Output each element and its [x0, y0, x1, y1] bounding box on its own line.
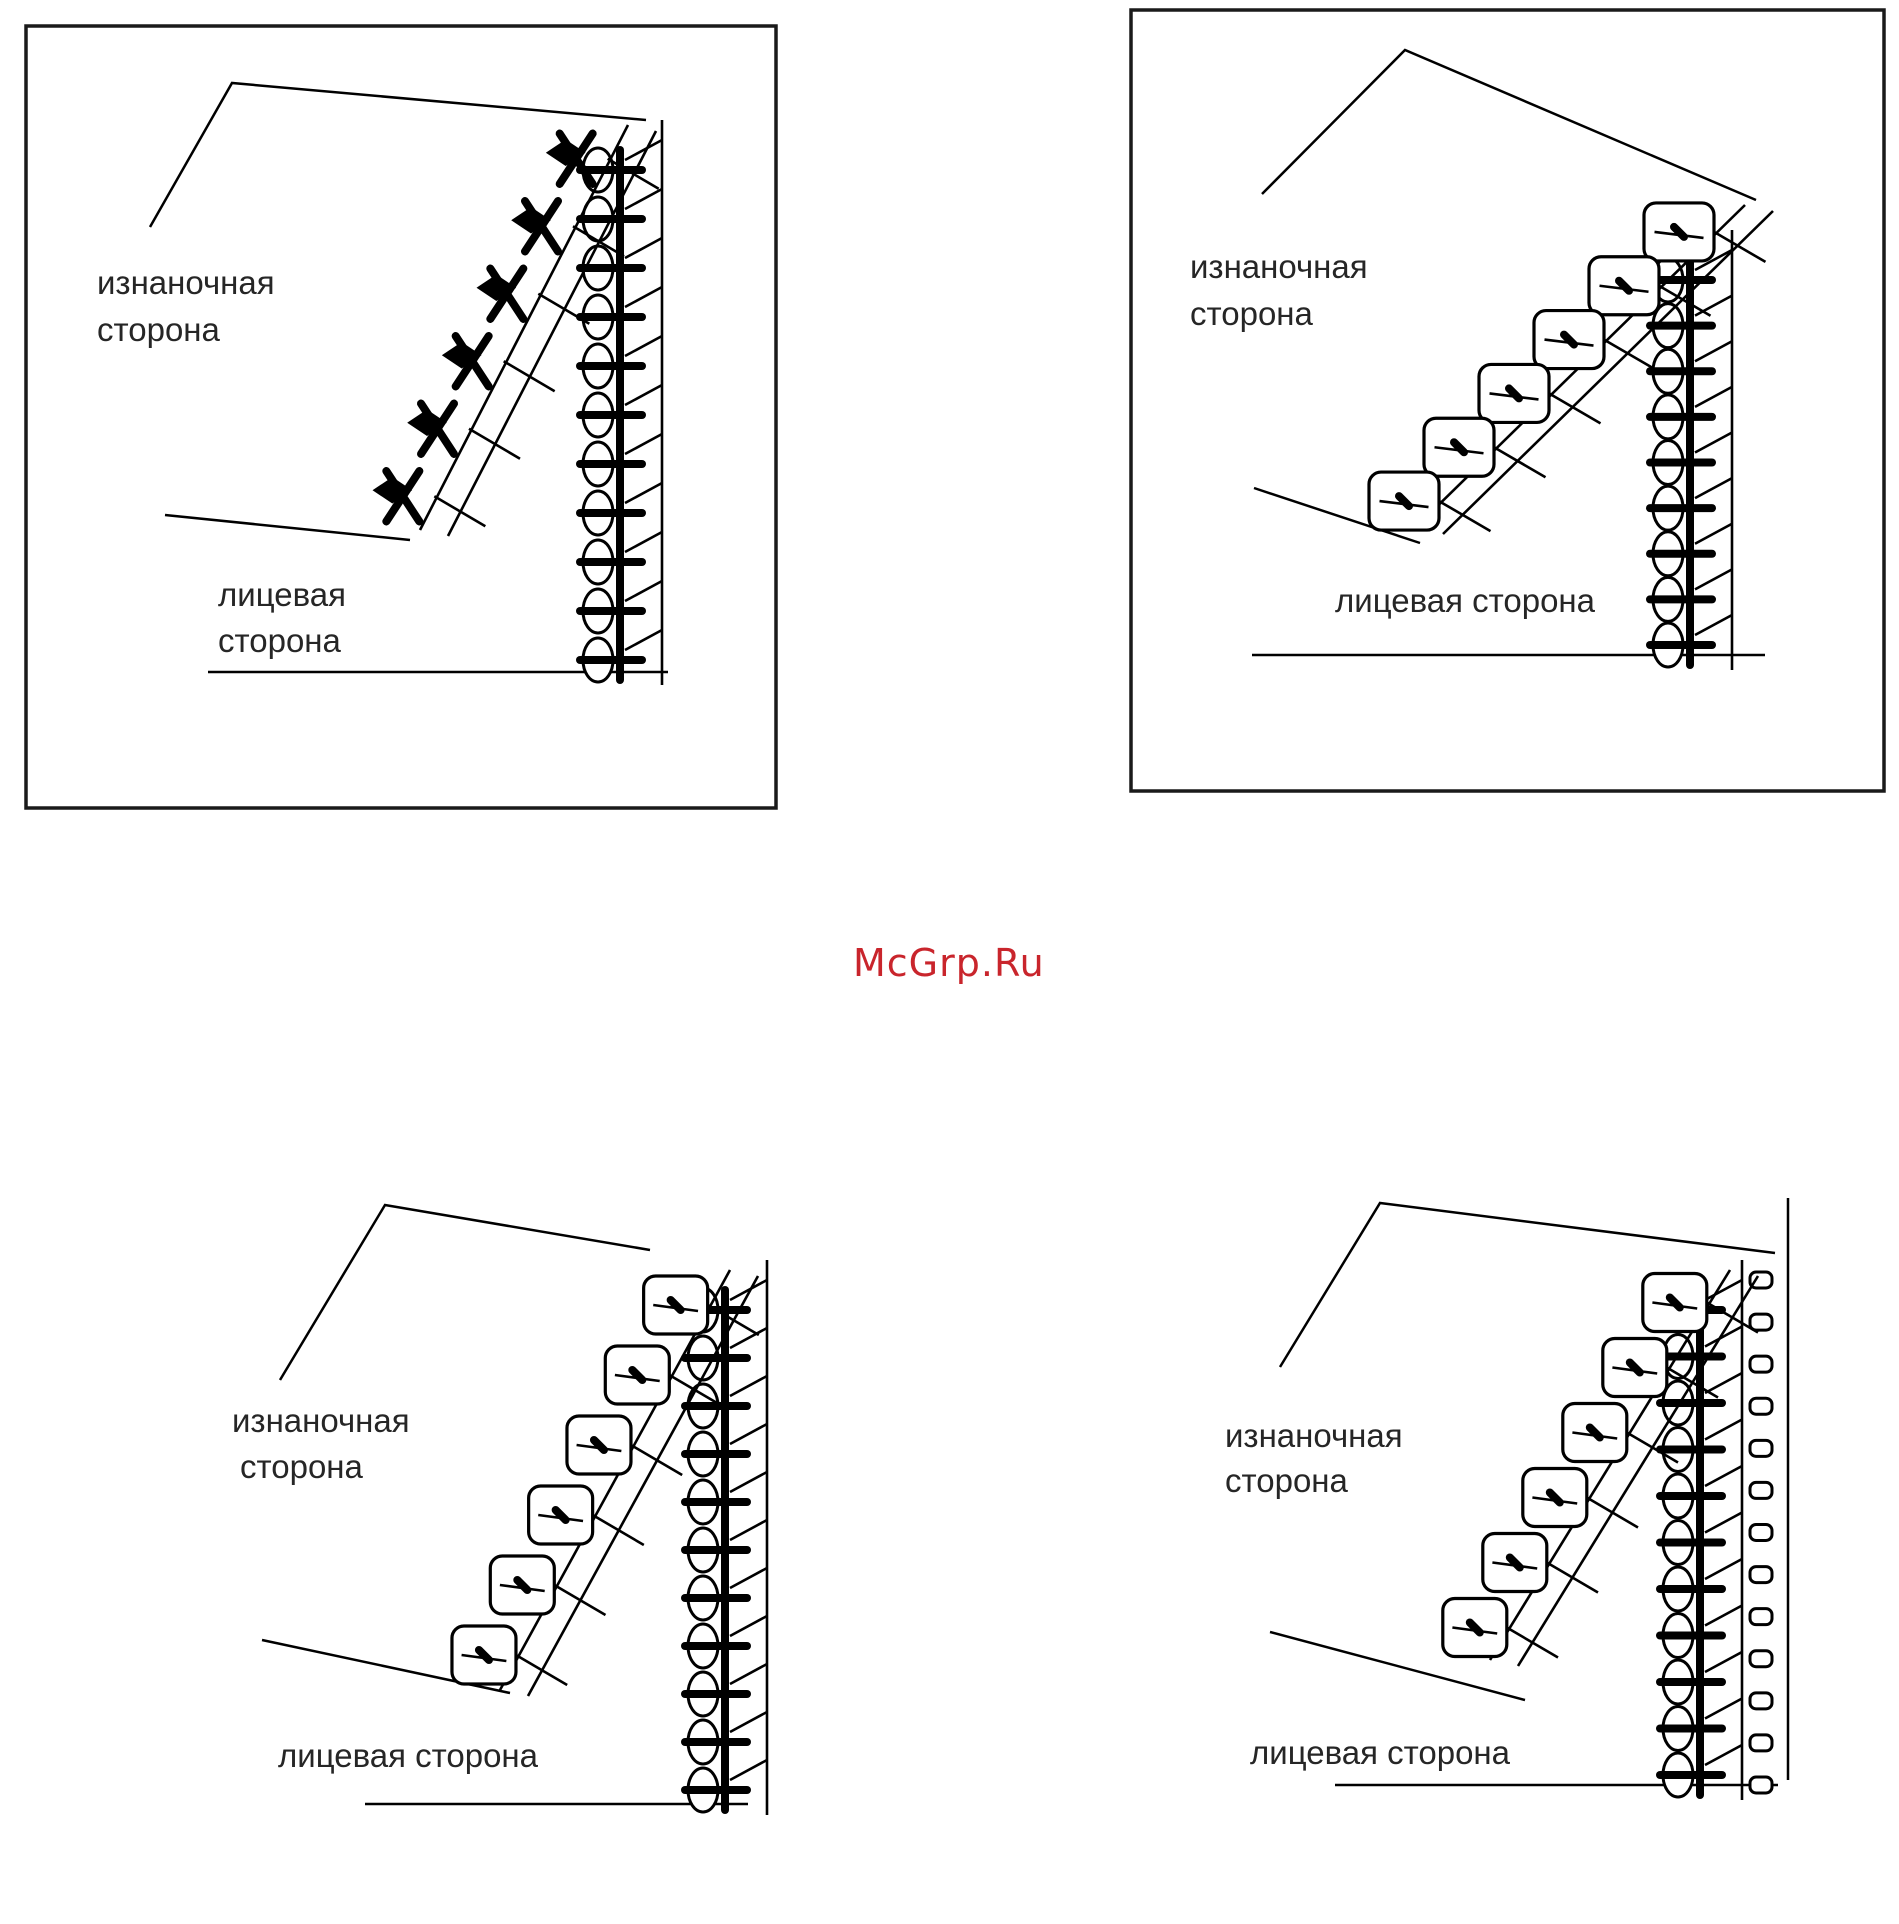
stitch-lead-thread	[593, 1515, 644, 1545]
seam-edge-thread	[1705, 1327, 1742, 1347]
panel-3-wrong-side-line-2: сторона	[240, 1448, 364, 1485]
seam-edge-thread	[730, 1328, 767, 1348]
seam-edge-thread	[625, 336, 662, 356]
panel-1-frame	[26, 26, 776, 808]
stitch-lead-thread	[1494, 447, 1546, 477]
seam-edge-thread	[1705, 1373, 1742, 1393]
panel-1-right-side-line-1: лицевая	[218, 576, 346, 613]
edge-chain-link	[1750, 1693, 1772, 1709]
stitch-lead-thread	[538, 294, 589, 324]
stitch-lead-thread	[1547, 1563, 1598, 1593]
edge-chain-link	[1750, 1398, 1772, 1414]
seam-edge-thread	[1705, 1652, 1742, 1672]
stitch-lead-thread	[1507, 1628, 1558, 1658]
panel-2-right-side-label: лицевая сторона	[1335, 582, 1596, 619]
stitch-lead-thread	[469, 429, 520, 459]
seam-edge-thread	[1705, 1745, 1742, 1765]
edge-chain-link	[1750, 1609, 1772, 1625]
watermark-text: McGrp.Ru	[853, 941, 1045, 985]
stitch-lead-thread	[1714, 232, 1766, 262]
seam-edge-thread	[730, 1568, 767, 1588]
panel-2-wrong-side-line-2: сторона	[1190, 295, 1314, 332]
edge-chain-link	[1750, 1735, 1772, 1751]
edge-chain-link	[1750, 1525, 1772, 1541]
seam-edge-thread	[625, 385, 662, 405]
seam-edge-thread	[1695, 433, 1732, 453]
seam-edge-thread	[1705, 1513, 1742, 1533]
seam-edge-thread	[730, 1376, 767, 1396]
seam-edge-thread	[625, 434, 662, 454]
seam-edge-thread	[1695, 478, 1732, 498]
stitch-lead-thread	[1549, 393, 1601, 423]
seam-edge-thread	[1695, 387, 1732, 407]
seam-edge-thread	[730, 1712, 767, 1732]
seam-edge-thread	[1705, 1606, 1742, 1626]
seam-edge-thread	[625, 532, 662, 552]
stitch-lead-thread	[554, 1585, 605, 1615]
panel-4-wrong-side-line-1: изнаночная	[1225, 1417, 1403, 1454]
panel-3-overlock-stitches	[452, 1260, 767, 1815]
seam-edge-thread	[730, 1424, 767, 1444]
edge-chain-link	[1750, 1482, 1772, 1498]
seam-edge-thread	[730, 1472, 767, 1492]
panel-1-wrong-side-line-2: сторона	[97, 311, 221, 348]
panel-4: изнаночная сторона лицевая сторона	[1225, 1198, 1788, 1800]
seam-edge-thread	[1705, 1420, 1742, 1440]
seam-edge-thread	[625, 189, 662, 209]
panel-1-right-side-line-2: сторона	[218, 622, 342, 659]
panel-3-right-side-label: лицевая сторона	[278, 1737, 539, 1774]
panel-4-wrong-side-line-2: сторона	[1225, 1462, 1349, 1499]
seam-edge-thread	[625, 630, 662, 650]
edge-chain-link	[1750, 1567, 1772, 1583]
band-outer-edge	[448, 131, 656, 536]
stitch-lead-thread	[434, 496, 485, 526]
edge-chain-link	[1750, 1777, 1772, 1793]
edge-chain-link	[1750, 1356, 1772, 1372]
seam-edge-thread	[730, 1520, 767, 1540]
panel-2: изнаночная сторона лицевая сторона	[1131, 10, 1884, 791]
seam-edge-thread	[625, 483, 662, 503]
panel-1-wrong-side-line-1: изнаночная	[97, 264, 275, 301]
stitch-lead-thread	[1439, 501, 1491, 531]
panel-4-right-side-label: лицевая сторона	[1250, 1734, 1511, 1771]
seam-edge-thread	[730, 1280, 767, 1300]
edge-chain-link	[1750, 1440, 1772, 1456]
stitch-lead-thread	[1587, 1498, 1638, 1528]
panel-3-wrong-side-line-1: изнаночная	[232, 1402, 410, 1439]
seam-edge-thread	[625, 581, 662, 601]
seam-edge-thread	[730, 1616, 767, 1636]
panel-1-overlock-stitches	[374, 120, 662, 685]
seam-edge-thread	[1695, 341, 1732, 361]
seam-edge-thread	[730, 1760, 767, 1780]
seam-edge-thread	[1705, 1699, 1742, 1719]
seam-edge-thread	[1705, 1466, 1742, 1486]
panel-3: изнаночная сторона лицевая сторона	[232, 1205, 767, 1815]
stitch-lead-thread	[504, 361, 555, 391]
edge-chain-link	[1750, 1651, 1772, 1667]
seam-edge-thread	[1695, 615, 1732, 635]
stitch-lead-thread	[1604, 340, 1656, 370]
seam-edge-thread	[625, 287, 662, 307]
panel-4-overlock-stitches	[1443, 1260, 1772, 1800]
seam-edge-thread	[1695, 569, 1732, 589]
panel-1: изнаночная сторона лицевая сторона	[26, 26, 776, 808]
stitch-lead-thread	[631, 1445, 682, 1475]
panel-2-wrong-side-line-1: изнаночная	[1190, 248, 1368, 285]
seam-edge-thread	[1695, 524, 1732, 544]
seam-edge-thread	[1705, 1559, 1742, 1579]
seam-edge-thread	[1695, 296, 1732, 316]
seam-edge-thread	[625, 238, 662, 258]
edge-chain-link	[1750, 1314, 1772, 1330]
seam-edge-thread	[730, 1664, 767, 1684]
stitch-lead-thread	[516, 1655, 567, 1685]
